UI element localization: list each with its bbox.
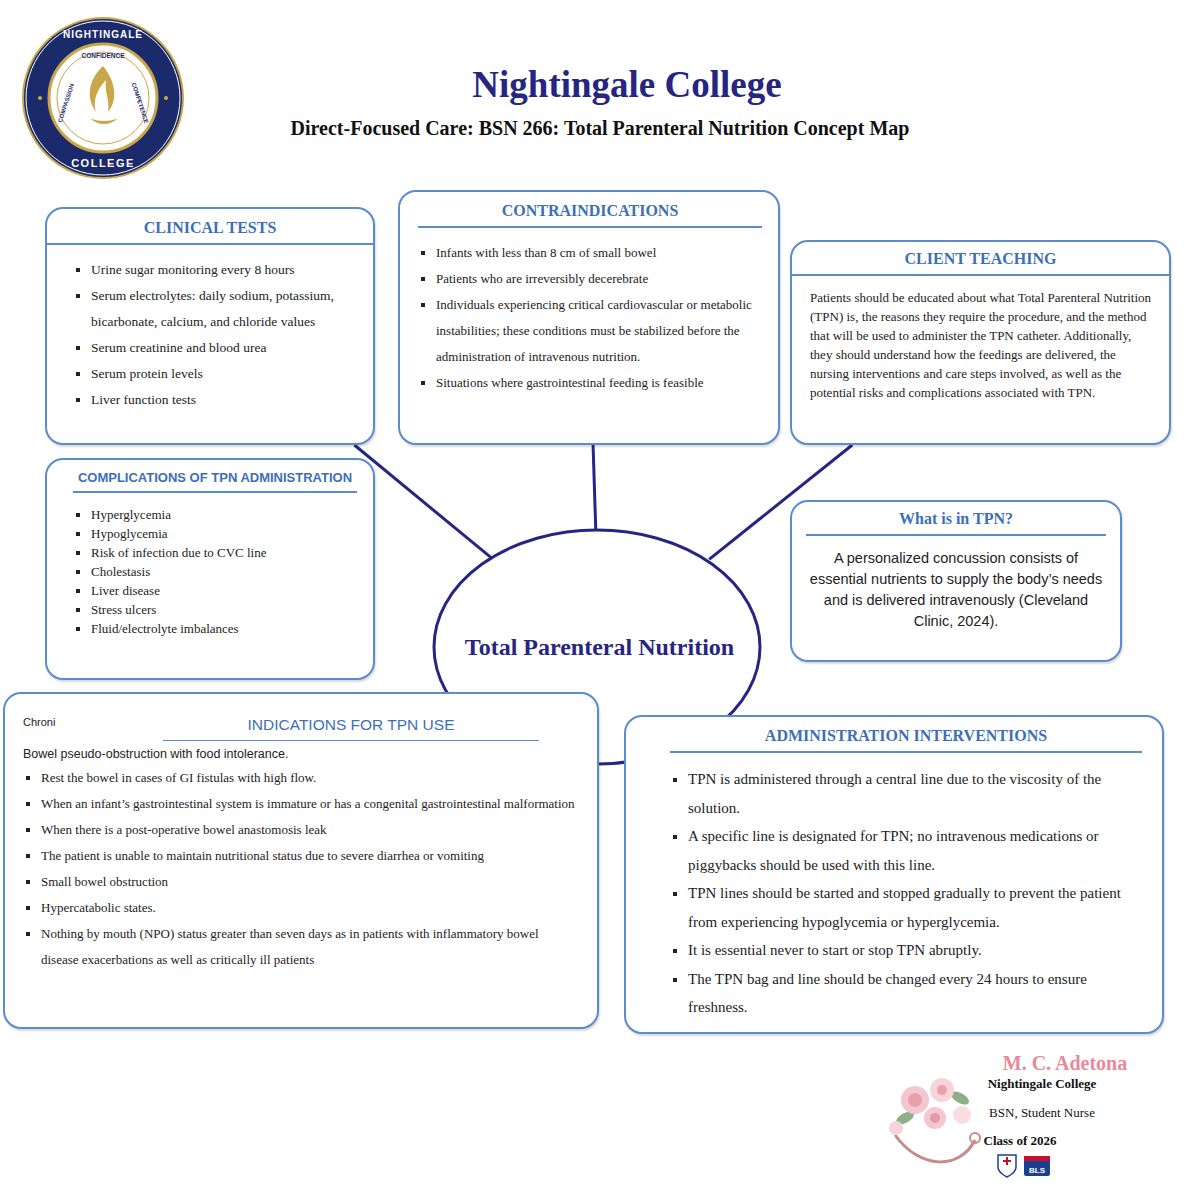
bullet-item: The TPN bag and line should be changed e… <box>688 965 1142 1022</box>
flower-stethoscope-art <box>889 1078 980 1162</box>
concept-box: CLINICAL TESTS Urine sugar monitoring eve… <box>45 207 375 445</box>
concept-box: COMPLICATIONS OF TPN ADMINISTRATION Hyper… <box>45 458 375 680</box>
bullet-item: Stress ulcers <box>91 600 357 619</box>
concept-box: What is in TPN? A personalized concussion… <box>790 500 1122 662</box>
bullet-item: Cholestasis <box>91 562 357 581</box>
box-heading: CLIENT TEACHING <box>792 250 1169 276</box>
box-heading: COMPLICATIONS OF TPN ADMINISTRATION <box>73 470 357 493</box>
concept-box: CLIENT TEACHING Patients should be educat… <box>790 240 1171 445</box>
concept-box: CONTRAINDICATIONS Infants with less than … <box>398 190 780 445</box>
bullet-item: Hypercatabolic states. <box>41 895 579 921</box>
bullet-item: TPN is administered through a central li… <box>688 765 1142 822</box>
bullet-item: Serum electrolytes: daily sodium, potass… <box>91 283 357 335</box>
bullet-item: Serum protein levels <box>91 361 357 387</box>
bullet-item: The patient is unable to maintain nutrit… <box>41 843 579 869</box>
bullet-item: A specific line is designated for TPN; n… <box>688 822 1142 879</box>
logo-text: CONFIDENCE <box>82 52 125 59</box>
concept-box: ADMINISTRATION INTERVENTIONS TPN is admin… <box>624 715 1164 1034</box>
body-text: Patients should be educated about what T… <box>810 288 1153 402</box>
box-heading: INDICATIONS FOR TPN USE <box>163 716 539 741</box>
certification-badges <box>998 1155 1050 1177</box>
bullet-item: Hypoglycemia <box>91 524 357 543</box>
box-heading: CONTRAINDICATIONS <box>418 202 762 228</box>
bullet-item: It is essential never to start or stop T… <box>688 936 1142 965</box>
bullet-item: Risk of infection due to CVC line <box>91 543 357 562</box>
bullet-item: TPN lines should be started and stopped … <box>688 879 1142 936</box>
bullet-item: When there is a post-operative bowel ana… <box>41 817 579 843</box>
bullet-item: Situations where gastrointestinal feedin… <box>436 370 762 396</box>
bullet-item: Rest the bowel in cases of GI fistulas w… <box>41 765 579 791</box>
author-program: BSN, Student Nurse <box>989 1105 1095 1121</box>
bullet-item: Patients who are irreversibly decerebrat… <box>436 266 762 292</box>
box-heading: ADMINISTRATION INTERVENTIONS <box>670 727 1142 753</box>
page-title: Nightingale College <box>472 63 781 106</box>
bullet-item: Serum creatinine and blood urea <box>91 335 357 361</box>
college-logo <box>23 18 183 178</box>
bullet-item: Liver function tests <box>91 387 357 413</box>
body-text: A personalized concussion consists of es… <box>806 548 1106 632</box>
bullet-item: Infants with less than 8 cm of small bow… <box>436 240 762 266</box>
box-heading: What is in TPN? <box>806 510 1106 536</box>
bullet-item: Urine sugar monitoring every 8 hours <box>91 257 357 283</box>
logo-text: NIGHTINGALE <box>63 29 143 40</box>
logo-text: COLLEGE <box>71 157 135 169</box>
subtitle: Direct-Focused Care: BSN 266: Total Pare… <box>291 117 910 140</box>
bullet-item: Small bowel obstruction <box>41 869 579 895</box>
bullet-item: Individuals experiencing critical cardio… <box>436 292 762 370</box>
author-school: Nightingale College <box>988 1076 1097 1092</box>
concept-box: Chroni INDICATIONS FOR TPN USE Bowel pseud… <box>3 692 599 1029</box>
bullet-item: Fluid/electrolyte imbalances <box>91 619 357 638</box>
box-heading: CLINICAL TESTS <box>47 219 373 245</box>
author-name: M. C. Adetona <box>1003 1052 1127 1075</box>
connector-line <box>593 445 596 530</box>
bullet-item: Liver disease <box>91 581 357 600</box>
badge-text: BLS <box>1029 1166 1045 1175</box>
body-text: Bowel pseudo-obstruction with food intol… <box>23 747 579 761</box>
bullet-item: Nothing by mouth (NPO) status greater th… <box>41 921 579 973</box>
bullet-item: When an infant’s gastrointestinal system… <box>41 791 579 817</box>
stray-text: Chroni <box>23 716 55 728</box>
author-class: Class of 2026 <box>984 1133 1057 1149</box>
central-topic: Total Parenteral Nutrition <box>465 630 734 664</box>
bullet-item: Hyperglycemia <box>91 505 357 524</box>
